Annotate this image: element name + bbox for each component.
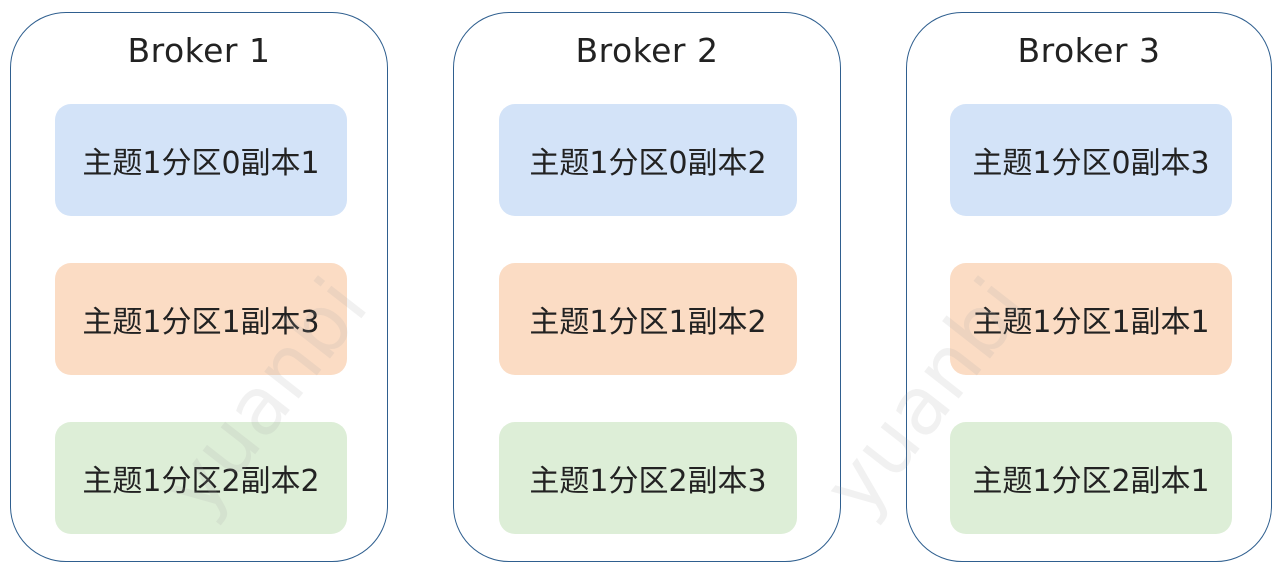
replica-partition-2: 主题1分区2副本2 bbox=[55, 422, 347, 534]
replica-partition-0: 主题1分区0副本3 bbox=[950, 104, 1232, 216]
replica-partition-2: 主题1分区2副本1 bbox=[950, 422, 1232, 534]
replica-partition-0: 主题1分区0副本2 bbox=[499, 104, 797, 216]
broker-1-box: Broker 1 主题1分区0副本1 主题1分区1副本3 主题1分区2副本2 bbox=[10, 12, 388, 562]
replica-partition-1: 主题1分区1副本1 bbox=[950, 263, 1232, 375]
replica-partition-0: 主题1分区0副本1 bbox=[55, 104, 347, 216]
broker-3-box: Broker 3 主题1分区0副本3 主题1分区1副本1 主题1分区2副本1 bbox=[906, 12, 1272, 562]
replica-partition-1: 主题1分区1副本2 bbox=[499, 263, 797, 375]
replica-partition-1: 主题1分区1副本3 bbox=[55, 263, 347, 375]
broker-title: Broker 1 bbox=[127, 31, 271, 70]
broker-title: Broker 2 bbox=[575, 31, 719, 70]
broker-2-box: Broker 2 主题1分区0副本2 主题1分区1副本2 主题1分区2副本3 bbox=[453, 12, 841, 562]
broker-title: Broker 3 bbox=[1017, 31, 1161, 70]
replica-partition-2: 主题1分区2副本3 bbox=[499, 422, 797, 534]
